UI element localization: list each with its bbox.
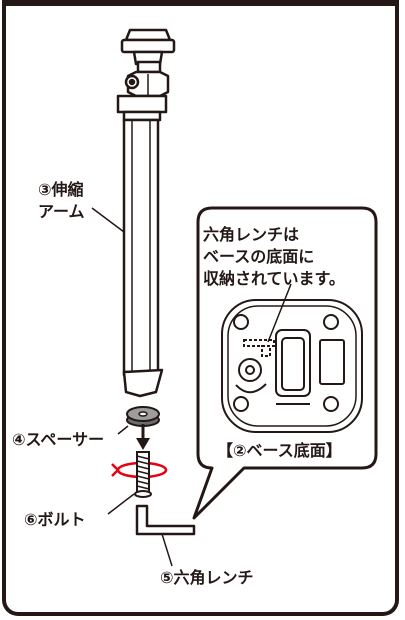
base-bottom-view	[221, 299, 363, 433]
telescopic-arm	[116, 28, 176, 398]
arm-label-line1: ③伸縮	[38, 180, 84, 199]
top-border	[2, 0, 399, 6]
spacer-label: ④スペーサー	[12, 430, 105, 449]
arm-label-line2: アーム	[38, 202, 85, 221]
wrench-leader-line	[161, 533, 173, 567]
spacer-washer	[126, 406, 160, 427]
callout-pointer-line	[267, 283, 292, 343]
insert-arrow	[136, 424, 150, 450]
bolt-leader-line	[107, 493, 135, 515]
callout-text: 六角レンチは ベースの底面に 収納されています。	[203, 224, 378, 290]
bolt	[111, 451, 168, 498]
callout-line-1: 六角レンチは	[203, 225, 300, 244]
hex-wrench	[135, 504, 196, 536]
diagram-frame	[2, 0, 399, 616]
callout-line-3: 収納されています。	[203, 269, 345, 288]
base-bottom-label: 【②ベース底面】	[217, 441, 342, 460]
wrench-label: ⑤六角レンチ	[160, 568, 254, 587]
arm-leader-line	[91, 207, 125, 233]
callout-line-2: ベースの底面に	[203, 247, 315, 266]
spacer-leader-line	[117, 425, 129, 435]
bolt-label: ⑥ボルト	[24, 510, 86, 529]
